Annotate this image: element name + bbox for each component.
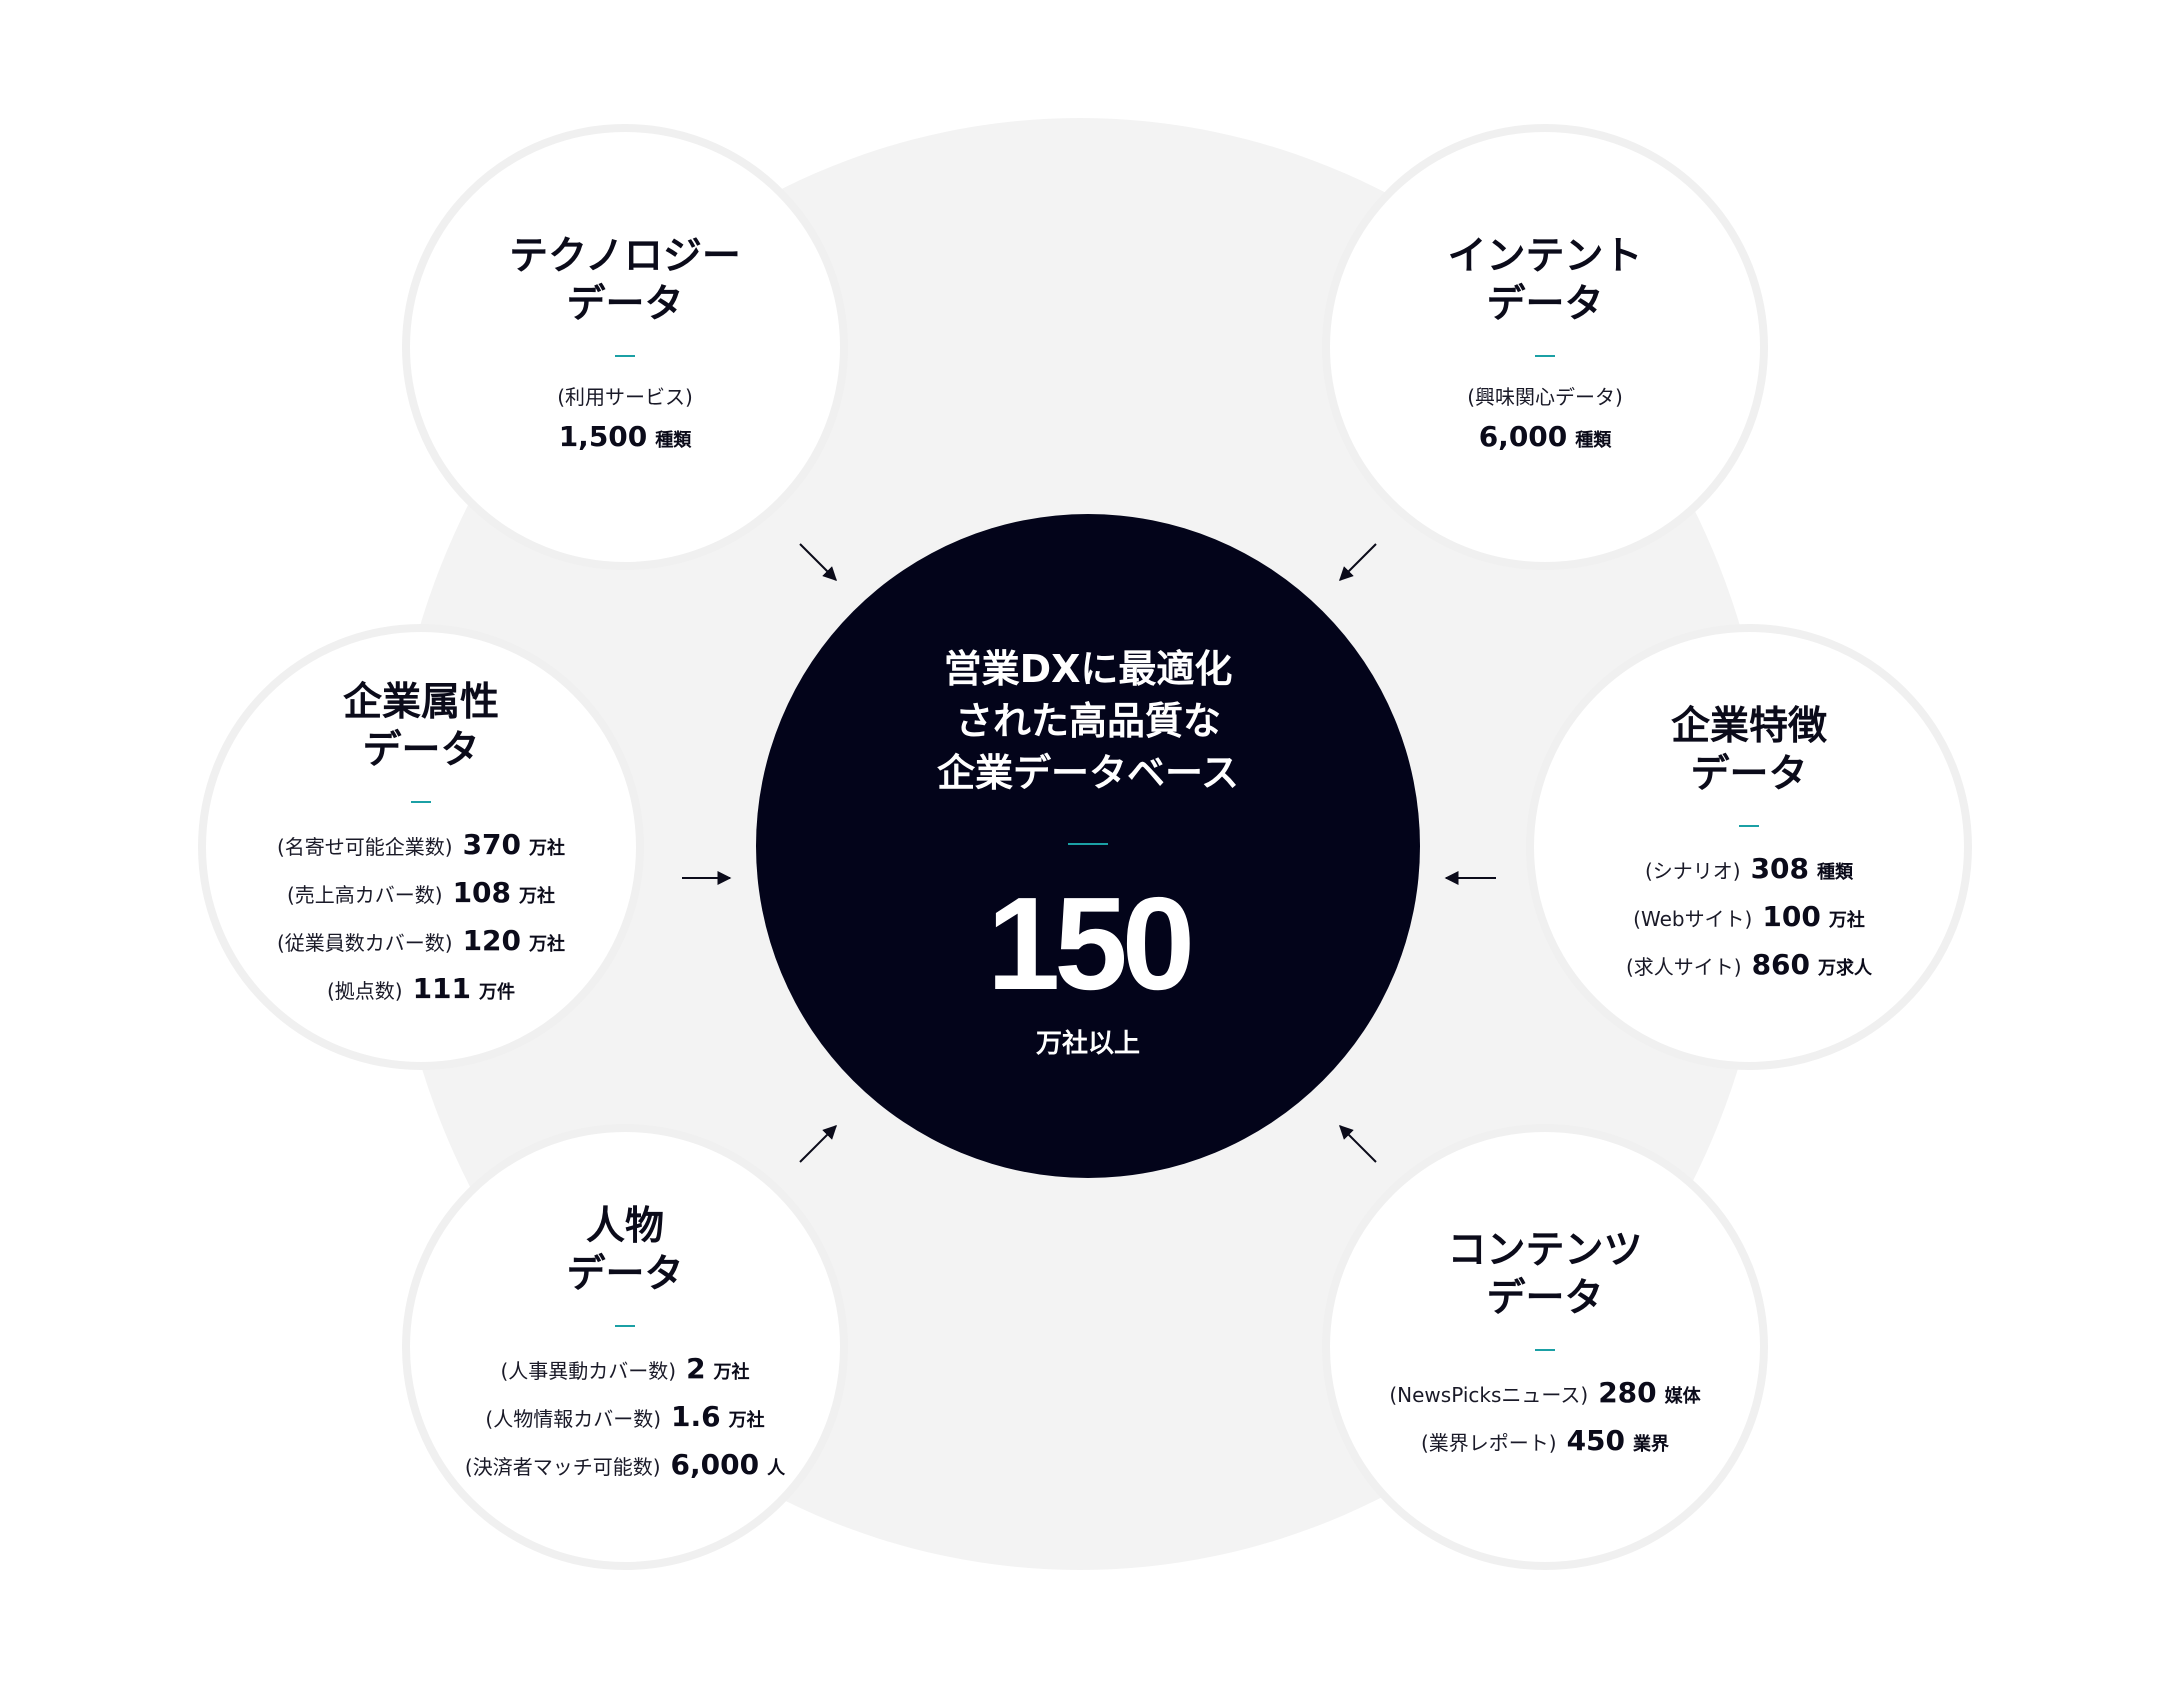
- contents-divider: [1535, 1349, 1555, 1351]
- company-attributes-data-circle: 企業属性 データ (名寄せ可能企業数) 370 万社 (売上高カバー数) 108…: [198, 624, 644, 1070]
- company-features-data-circle: 企業特徴 データ (シナリオ) 308 種類 (Webサイト) 100 万社 (…: [1526, 624, 1972, 1070]
- technology-note: (利用サービス): [557, 385, 693, 409]
- technology-value: 1,500: [558, 420, 648, 453]
- intent-value: 6,000: [1478, 420, 1568, 453]
- company-features-row: (Webサイト) 100 万社: [1633, 900, 1865, 933]
- company-attributes-title: 企業属性 データ: [342, 680, 499, 773]
- people-data-circle: 人物 データ (人事異動カバー数) 2 万社 (人物情報カバー数) 1.6 万社…: [402, 1124, 848, 1570]
- intent-title: インテント データ: [1447, 234, 1643, 327]
- contents-row: (業界レポート) 450 業界: [1420, 1424, 1670, 1457]
- people-row: (人事異動カバー数) 2 万社: [500, 1352, 750, 1385]
- company-features-title: 企業特徴 データ: [1670, 704, 1827, 797]
- people-divider: [615, 1325, 635, 1327]
- technology-title: テクノロジー データ: [509, 234, 741, 327]
- center-title: 営業DXに最適化 された高品質な 企業データベース: [936, 646, 1240, 795]
- center-database-circle: 営業DXに最適化 された高品質な 企業データベース 150 万社以上: [756, 514, 1420, 1178]
- center-divider: [1068, 842, 1108, 845]
- technology-unit: 種類: [655, 430, 692, 451]
- people-title: 人物 データ: [566, 1204, 684, 1297]
- intent-divider: [1535, 355, 1555, 357]
- company-attributes-divider: [411, 801, 431, 803]
- company-features-row: (求人サイト) 860 万求人: [1625, 948, 1873, 981]
- intent-note: (興味関心データ): [1467, 385, 1623, 409]
- company-features-row: (シナリオ) 308 種類: [1644, 852, 1854, 885]
- contents-title: コンテンツ データ: [1447, 1228, 1643, 1321]
- company-attributes-row: (売上高カバー数) 108 万社: [286, 876, 556, 909]
- company-attributes-row: (名寄せ可能企業数) 370 万社: [276, 828, 566, 861]
- people-row: (決済者マッチ可能数) 6,000 人: [464, 1448, 786, 1481]
- technology-divider: [615, 355, 635, 357]
- company-attributes-row: (従業員数カバー数) 120 万社: [276, 924, 566, 957]
- intent-unit: 種類: [1575, 430, 1612, 451]
- technology-stat: (利用サービス) 1,500 種類: [557, 377, 693, 461]
- center-number: 150: [986, 869, 1195, 1017]
- company-attributes-row: (拠点数) 111 万件: [326, 972, 516, 1005]
- people-row: (人物情報カバー数) 1.6 万社: [485, 1400, 765, 1433]
- contents-row: (NewsPicksニュース) 280 媒体: [1389, 1376, 1701, 1409]
- intent-stat: (興味関心データ) 6,000 種類: [1467, 377, 1623, 461]
- technology-data-circle: テクノロジー データ (利用サービス) 1,500 種類: [402, 124, 848, 570]
- contents-data-circle: コンテンツ データ (NewsPicksニュース) 280 媒体 (業界レポート…: [1322, 1124, 1768, 1570]
- intent-data-circle: インテント データ (興味関心データ) 6,000 種類: [1322, 124, 1768, 570]
- center-unit: 万社以上: [1035, 1028, 1140, 1059]
- company-features-divider: [1739, 825, 1759, 827]
